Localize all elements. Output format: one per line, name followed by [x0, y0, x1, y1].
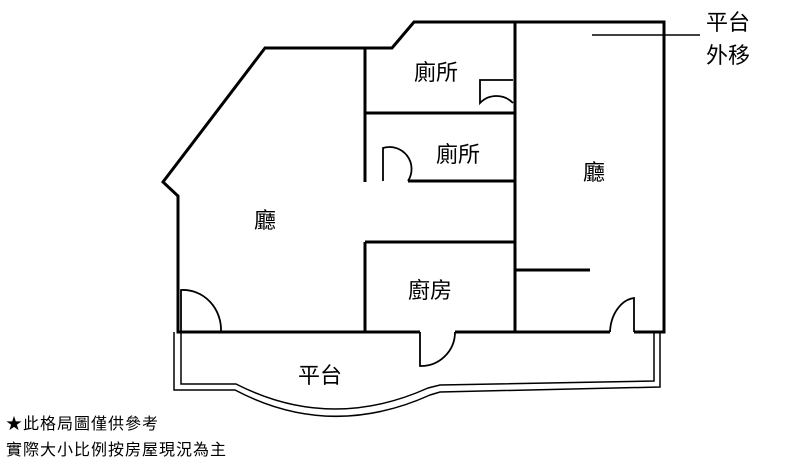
door-right: [609, 296, 635, 333]
outer-wall-left: [160, 46, 365, 334]
callout-line2: 外移: [706, 44, 750, 69]
door-living-left: [180, 289, 222, 333]
door-bath-mid: [382, 146, 413, 182]
disclaimer-line1: ★此格局圖僅供參考: [6, 414, 160, 433]
label-bath-mid: 廁所: [436, 143, 480, 168]
label-kitchen: 廚房: [408, 279, 452, 304]
balcony-rail-inner: [180, 332, 655, 410]
balcony-rail-outer: [173, 332, 661, 418]
disclaimer-line2: 實際大小比例按房屋現況為主: [6, 440, 228, 459]
label-balcony: 平台: [298, 364, 342, 389]
door-kitchen: [419, 331, 456, 367]
label-living-right: 廳: [583, 161, 605, 186]
callout-line1: 平台: [706, 11, 750, 36]
label-bath-top: 廁所: [414, 61, 458, 86]
label-living-left: 廳: [254, 209, 276, 234]
outer-wall-top: [365, 20, 666, 334]
door-bath-top: [479, 79, 514, 106]
